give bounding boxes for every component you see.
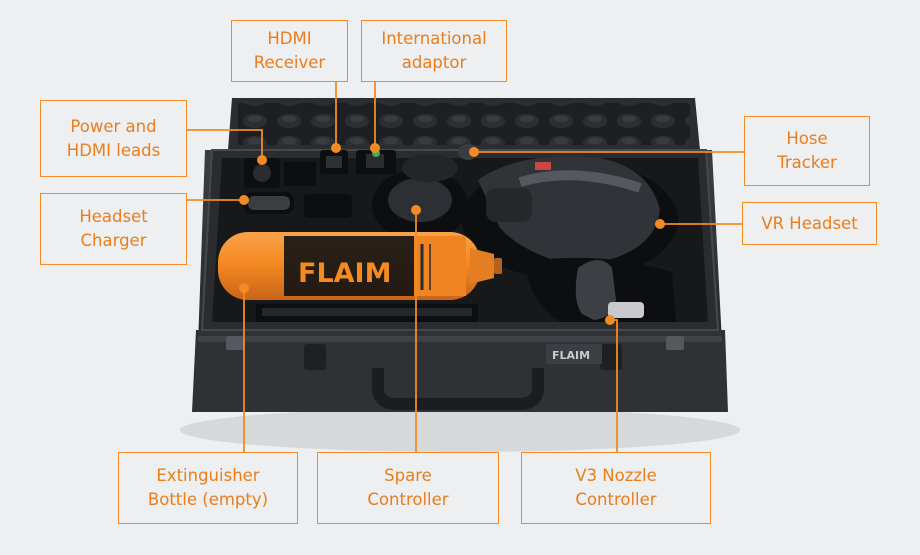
lid-foam — [238, 103, 690, 145]
bottle-brand-text: FLAIM — [298, 258, 391, 289]
label-hose-tracker: Hose Tracker — [744, 116, 870, 186]
case-shadow — [180, 408, 740, 452]
marker-power-leads — [257, 155, 267, 165]
label-vr-headset: VR Headset — [742, 202, 877, 245]
case-badge — [546, 344, 602, 364]
svg-text:FLAIM: FLAIM — [552, 349, 590, 362]
nozzle-controller-device — [575, 260, 616, 320]
label-international-adaptor: International adaptor — [361, 20, 507, 82]
marker-hdmi-receiver — [331, 143, 341, 153]
marker-spare-controller — [411, 205, 421, 215]
marker-extinguisher — [239, 283, 249, 293]
label-v3-nozzle-controller: V3 Nozzle Controller — [521, 452, 711, 524]
marker-vr-headset — [655, 219, 665, 229]
marker-adaptor — [370, 143, 380, 153]
label-hdmi-receiver: HDMI Receiver — [231, 20, 348, 82]
label-extinguisher-bottle: Extinguisher Bottle (empty) — [118, 452, 298, 524]
case-handle — [372, 368, 544, 410]
label-headset-charger: Headset Charger — [40, 193, 187, 265]
label-spare-controller: Spare Controller — [317, 452, 499, 524]
marker-nozzle — [605, 315, 615, 325]
marker-hose-tracker — [469, 147, 479, 157]
marker-headset-charger — [239, 195, 249, 205]
label-power-hdmi-leads: Power and HDMI leads — [40, 100, 187, 177]
